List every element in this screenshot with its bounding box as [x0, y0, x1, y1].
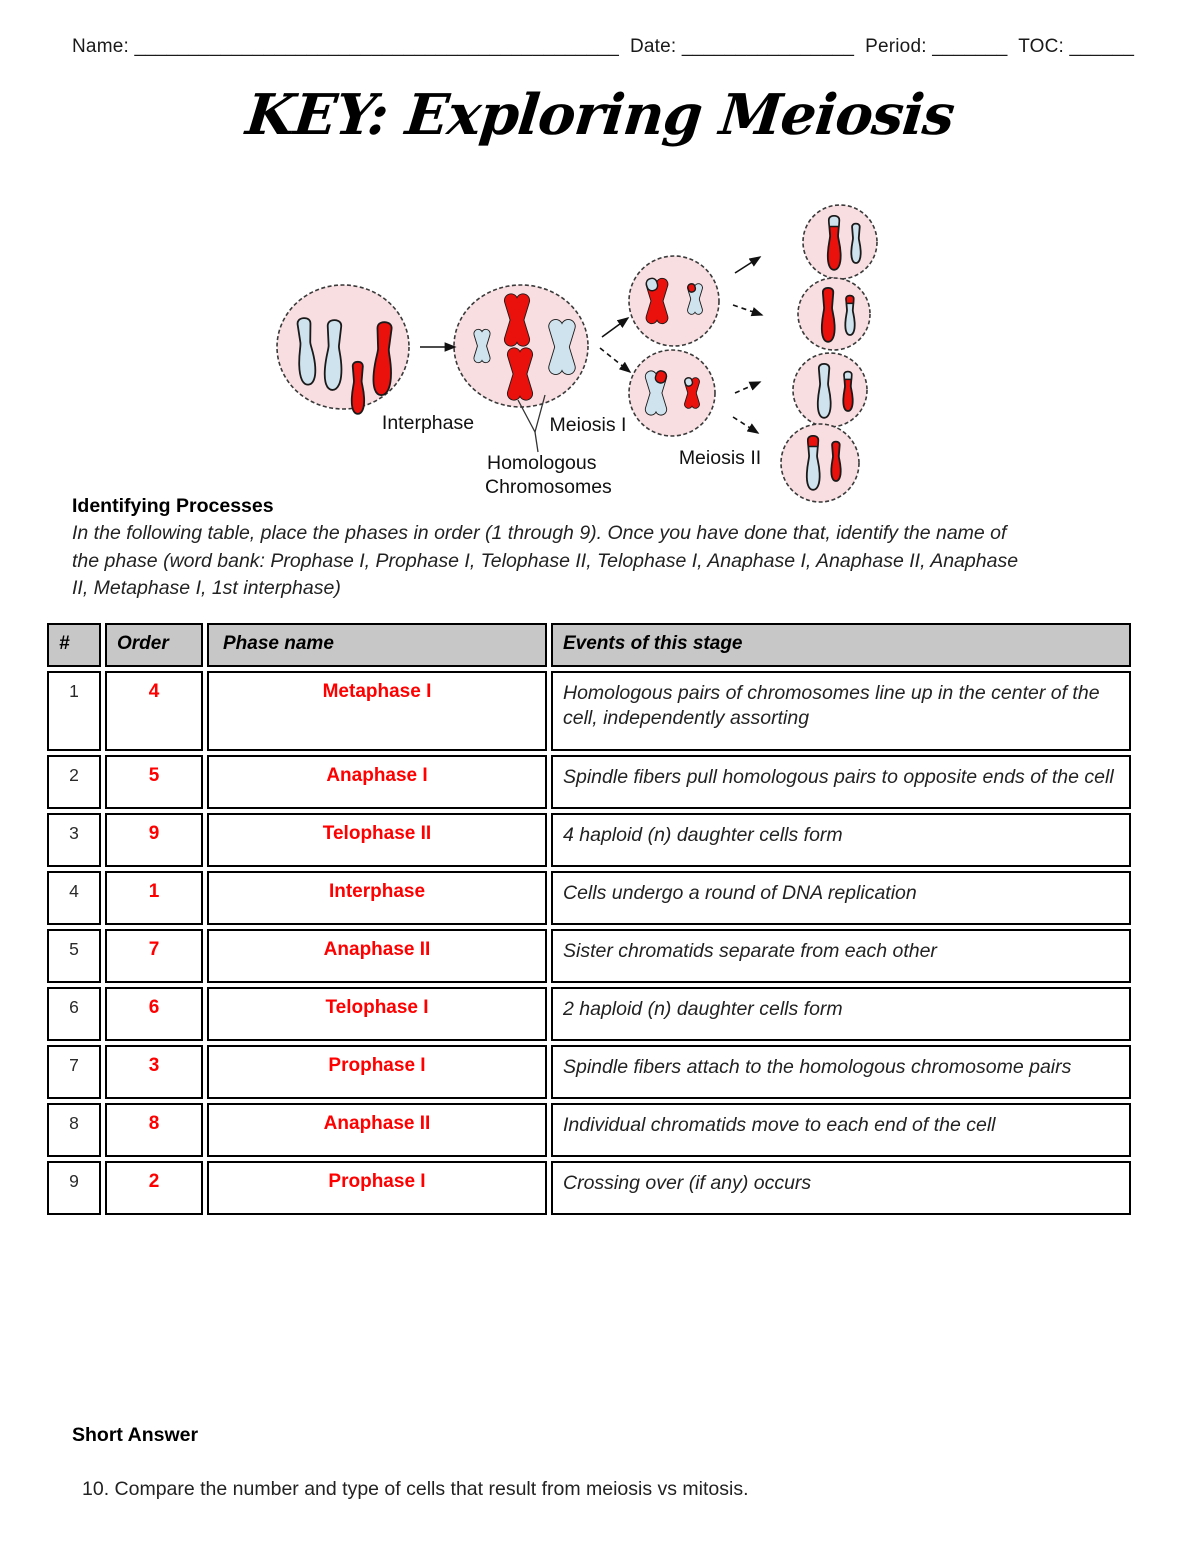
row-number-cell: 3: [47, 813, 101, 867]
row-number-cell: 7: [47, 1045, 101, 1099]
period-label: Period:: [865, 36, 927, 57]
instructions-line-2: the phase (word bank: Prophase I, Propha…: [72, 549, 1019, 572]
order-answer-cell: 6: [105, 987, 203, 1041]
toc-label: TOC:: [1018, 36, 1065, 57]
toc-blank: ______: [1069, 36, 1135, 57]
events-cell: Spindle fibers attach to the homologous …: [551, 1045, 1131, 1099]
phase-name-cell: Interphase: [207, 871, 547, 925]
instructions-paragraph: In the following table, place the phases…: [72, 520, 1018, 603]
date-blank: ________________: [681, 36, 855, 57]
row-number-cell: 8: [47, 1103, 101, 1157]
instructions-line-3: II, Metaphase I, 1st interphase): [72, 577, 341, 599]
header-phase-name: Phase name: [207, 623, 547, 667]
phase-name-cell: Metaphase I: [207, 671, 547, 751]
row-number-cell: 1: [47, 671, 101, 751]
row-number-cell: 5: [47, 929, 101, 983]
meiosis2-cell-4: [780, 423, 860, 503]
table-header-row: # Order Phase name Events of this stage: [47, 623, 1131, 667]
order-answer-cell: 2: [105, 1161, 203, 1215]
order-answer-cell: 7: [105, 929, 203, 983]
phase-name-cell: Telophase I: [207, 987, 547, 1041]
order-answer-cell: 4: [105, 671, 203, 751]
events-cell: Spindle fibers pull homologous pairs to …: [551, 755, 1131, 809]
row-number-cell: 6: [47, 987, 101, 1041]
header-events: Events of this stage: [551, 623, 1131, 667]
period-blank: _______: [932, 36, 1008, 57]
page-title: KEY: Exploring Meiosis: [242, 82, 958, 148]
interphase-label: Interphase: [382, 412, 474, 434]
events-cell: 2 haploid (n) daughter cells form: [551, 987, 1131, 1041]
row-number-cell: 9: [47, 1161, 101, 1215]
meiosis1-daughter-top: [628, 255, 720, 347]
meiosis-diagram: Interphase Meiosis I Homologous Chromoso…: [276, 204, 878, 503]
homologous-label-line2: Chromosomes: [485, 476, 612, 498]
order-answer-cell: 3: [105, 1045, 203, 1099]
header-number: #: [47, 623, 101, 667]
phase-name-cell: Prophase I: [207, 1161, 547, 1215]
order-answer-cell: 1: [105, 871, 203, 925]
question-10: 10. Compare the number and type of cells…: [82, 1478, 749, 1500]
short-answer-heading: Short Answer: [72, 1424, 199, 1446]
meiosis1-daughter-bottom: [628, 349, 716, 437]
header-order: Order: [105, 623, 203, 667]
identifying-processes-heading: Identifying Processes: [72, 495, 274, 517]
meiosis2-label: Meiosis II: [679, 447, 761, 469]
instructions-line-1: In the following table, place the phases…: [72, 522, 1007, 544]
phase-name-cell: Anaphase I: [207, 755, 547, 809]
events-cell: Cells undergo a round of DNA replication: [551, 871, 1131, 925]
order-answer-cell: 8: [105, 1103, 203, 1157]
events-cell: Crossing over (if any) occurs: [551, 1161, 1131, 1215]
homologous-pointer-lines: [517, 394, 546, 453]
homologous-label-line1: Homologous: [487, 452, 597, 474]
phase-name-cell: Anaphase II: [207, 1103, 547, 1157]
phase-name-cell: Telophase II: [207, 813, 547, 867]
phase-name-cell: Prophase I: [207, 1045, 547, 1099]
name-label: Name:: [72, 36, 129, 57]
events-cell: Sister chromatids separate from each oth…: [551, 929, 1131, 983]
order-answer-cell: 5: [105, 755, 203, 809]
phase-name-cell: Anaphase II: [207, 929, 547, 983]
date-label: Date:: [629, 36, 677, 57]
stage-arrows: [420, 256, 764, 434]
row-number-cell: 2: [47, 755, 101, 809]
phase-order-table: # Order Phase name Events of this stage …: [43, 619, 1135, 1219]
events-cell: Homologous pairs of chromosomes line up …: [551, 671, 1131, 751]
name-blank: ________________________________________…: [134, 36, 619, 57]
fill-in-header: Name: __________________________________…: [72, 36, 1135, 58]
row-number-cell: 4: [47, 871, 101, 925]
order-answer-cell: 9: [105, 813, 203, 867]
events-cell: Individual chromatids move to each end o…: [551, 1103, 1131, 1157]
events-cell: 4 haploid (n) daughter cells form: [551, 813, 1131, 867]
meiosis1-label: Meiosis I: [550, 414, 627, 436]
